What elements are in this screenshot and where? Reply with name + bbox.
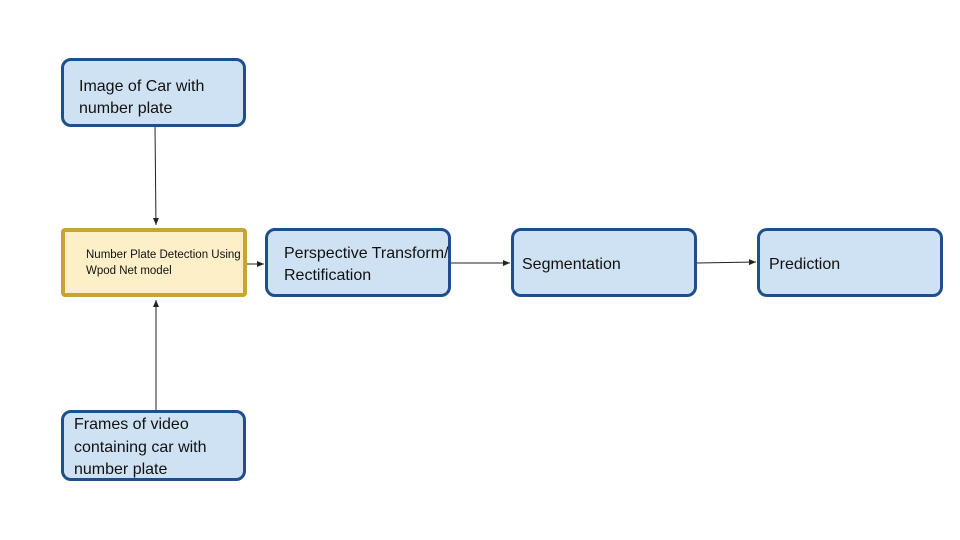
node-image-input-label: Image of Car with number plate bbox=[79, 78, 205, 117]
arrow-image-to-detection bbox=[152, 126, 159, 226]
node-detection-label: Number Plate Detection Using Wpod Net mo… bbox=[86, 249, 241, 277]
node-perspective-label: Perspective Transform/Rectification bbox=[284, 245, 449, 284]
arrow-segmentation-to-prediction bbox=[696, 259, 757, 266]
node-prediction: Prediction bbox=[757, 228, 943, 297]
node-prediction-label: Prediction bbox=[769, 256, 841, 273]
node-detection: Number Plate Detection Using Wpod Net mo… bbox=[61, 228, 247, 297]
node-video-input: Frames of video containing car with numb… bbox=[61, 410, 246, 481]
node-perspective: Perspective Transform/Rectification bbox=[265, 228, 451, 297]
node-video-input-label: Frames of video containing car with numb… bbox=[74, 416, 207, 478]
node-segmentation-label: Segmentation bbox=[522, 256, 621, 273]
node-image-input: Image of Car with number plate bbox=[61, 58, 246, 127]
node-segmentation: Segmentation bbox=[511, 228, 697, 297]
